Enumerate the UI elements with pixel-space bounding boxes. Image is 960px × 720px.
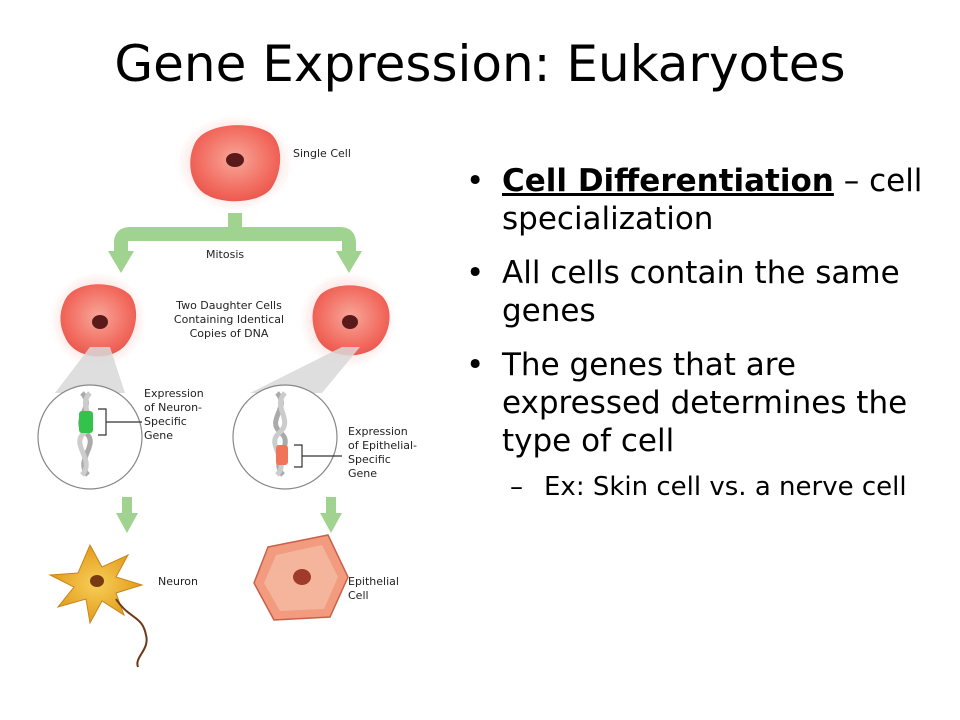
bullet-cell-differentiation: Cell Differentiation – cell specializati… bbox=[462, 162, 932, 238]
single-cell-nucleus bbox=[226, 153, 244, 167]
sub-bullet-dash: – bbox=[510, 472, 523, 502]
differentiation-diagram: Single Cell Mitosis Two Daughter Cells C… bbox=[30, 115, 450, 675]
sub-bullet-example: – Ex: Skin cell vs. a nerve cell bbox=[462, 470, 932, 504]
mitosis-arrow bbox=[108, 213, 362, 273]
bullet-list: Cell Differentiation – cell specializati… bbox=[462, 162, 932, 504]
down-arrows bbox=[116, 497, 342, 533]
sub-bullet-text: Ex: Skin cell vs. a nerve cell bbox=[544, 472, 907, 502]
epithelial-gene-mark bbox=[276, 445, 288, 465]
slide-title: Gene Expression: Eukaryotes bbox=[114, 35, 846, 93]
bullet-same-genes: All cells contain the same genes bbox=[462, 254, 932, 330]
label-neuron-expression: Expression of Neuron- Specific Gene bbox=[144, 387, 204, 442]
neuron-cell bbox=[48, 543, 148, 668]
neuron-gene-mark bbox=[79, 411, 93, 433]
label-epithelial-expression: Expression of Epithelial- Specific Gene bbox=[348, 425, 418, 480]
term-cell-differentiation: Cell Differentiation bbox=[502, 163, 834, 199]
label-neuron: Neuron bbox=[158, 575, 198, 588]
bullet-genes-expressed: The genes that are expressed determines … bbox=[462, 346, 932, 460]
diagram-art bbox=[37, 115, 396, 668]
label-mitosis: Mitosis bbox=[206, 248, 245, 261]
bullet-1-rest: – cell specialization bbox=[502, 163, 923, 237]
label-single-cell: Single Cell bbox=[293, 147, 351, 160]
epithelial-cell bbox=[253, 534, 349, 621]
label-epithelial-cell: Epithelial Cell bbox=[348, 575, 399, 602]
label-daughter-cells: Two Daughter Cells Containing Identical … bbox=[173, 299, 285, 340]
